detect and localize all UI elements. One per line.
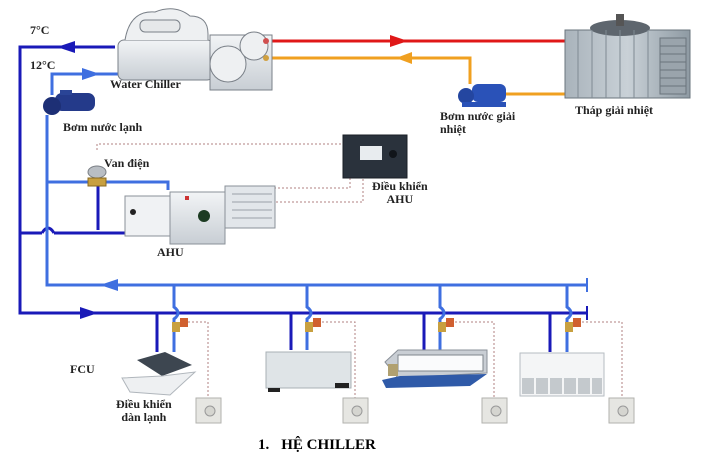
fcu-floor-standing: [265, 351, 352, 392]
figure-title: 1. HỆ CHILLER: [258, 437, 376, 454]
ahu-controller-label-line1: Điều khiển: [372, 179, 428, 193]
flow-arrow-right: [390, 35, 408, 47]
supply-arrow-left: [57, 41, 75, 53]
figure-number: 1.: [258, 437, 270, 453]
fcu-controller-label-line1: Điều khiển: [116, 397, 172, 411]
water-chiller: [117, 8, 273, 91]
cooling-tower: [564, 14, 691, 99]
thermostats: [195, 397, 635, 424]
chilled-water-pump-label: Bơm nước lạnh: [63, 120, 143, 134]
cooling-water-pump-label-line1: Bơm nước giải: [440, 109, 516, 123]
return-arrow-right: [82, 68, 100, 80]
fcu-label: FCU: [70, 362, 95, 376]
cooling-tower-label: Tháp giải nhiệt: [575, 103, 654, 117]
ahu-label: AHU: [157, 245, 184, 259]
cooling-water-pump: [458, 84, 506, 107]
fcu-valves: [172, 318, 581, 332]
flow-arrow-left: [396, 52, 412, 64]
ahu-controller: [342, 134, 408, 179]
fcu-controller-label-line2: dàn lạnh: [121, 410, 167, 424]
condenser-hot-pipe: [268, 35, 565, 47]
ahu-controller-label-line2: AHU: [386, 192, 414, 206]
fcu-branches: [155, 285, 573, 352]
fcu-ceiling-suspended: [519, 352, 605, 397]
fcu-cassette: [121, 352, 197, 396]
return-temp-label: 12°C: [30, 58, 56, 72]
cooling-water-pump-label-line2: nhiệt: [440, 122, 467, 136]
supply-arrow-right: [80, 307, 98, 319]
motorized-valve-label: Van điện: [104, 156, 150, 170]
water-chiller-label: Water Chiller: [110, 77, 181, 91]
supply-temp-label: 7°C: [30, 23, 50, 37]
return-arrow-left: [100, 279, 118, 291]
figure-title-text: HỆ CHILLER: [281, 437, 376, 453]
fcu-controller-label: Điều khiển dàn lạnh: [116, 398, 172, 424]
ahu-controller-label: Điều khiển AHU: [372, 180, 428, 206]
motorized-valve: [87, 165, 107, 187]
cooling-water-pump-label: Bơm nước giải nhiệt: [440, 110, 515, 136]
control-wires: [96, 143, 623, 400]
fcu-ducted: [382, 349, 488, 388]
chilled-water-pump: [43, 90, 95, 115]
ahu-unit: [124, 185, 276, 245]
